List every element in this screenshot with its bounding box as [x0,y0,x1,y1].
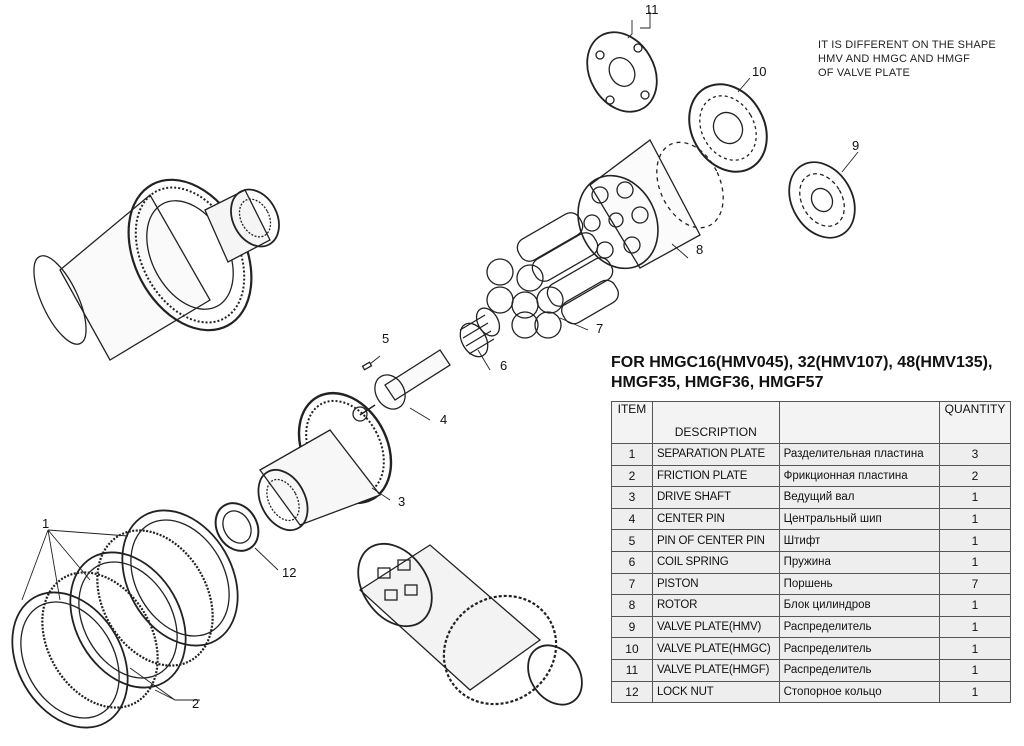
description-en: PIN OF CENTER PIN [651,529,780,552]
quantity: 1 [938,529,1012,552]
description-ru: Пружина [778,550,940,574]
callout-labels: 11 10 9 8 7 6 5 4 3 12 1 2 [42,2,859,711]
model-heading-line2: HMGF35, HMGF36, HMGF57 [611,374,824,391]
item-number: 11 [611,658,653,682]
clutch-plates [11,509,239,729]
callout-4: 4 [440,412,447,427]
callout-10: 10 [752,64,766,79]
description-ru: Ведущий вал [778,486,940,509]
item-number: 7 [611,572,653,596]
description-ru: Распределитель [778,615,940,639]
header-description: DESCRIPTION [651,401,780,444]
item-number: 1 [611,443,653,466]
description-en: SEPARATION PLATE [651,443,780,466]
item-number: 6 [611,550,653,574]
quantity: 1 [938,637,1012,660]
description-ru: Фрикционная пластина [778,464,940,488]
motor-assembly-bottom [357,542,583,706]
description-en: LOCK NUT [651,680,780,704]
description-en: VALVE PLATE(HMV) [651,615,780,639]
callout-9: 9 [852,138,859,153]
quantity: 1 [938,594,1012,617]
callout-6: 6 [500,358,507,373]
note-line: OF VALVE PLATE [818,67,911,79]
note-line: IT IS DIFFERENT ON THE SHAPE [818,39,996,51]
motor-assembly-top [33,178,280,361]
table-header-row: ITEM DESCRIPTION QUANTITY [611,401,1012,444]
header-russian [778,401,940,444]
description-ru: Разделительная пластина [778,443,940,466]
description-en: VALVE PLATE(HMGF) [651,658,780,682]
callout-2: 2 [192,696,199,711]
item-number: 4 [611,507,653,531]
item-number: 8 [611,594,653,617]
callout-3: 3 [398,494,405,509]
description-ru: Стопорное кольцо [778,680,940,704]
item-number: 10 [611,637,653,660]
description-en: ROTOR [651,594,780,617]
model-heading: FOR HMGC16(HMV045), 32(HMV107), 48(HMV13… [611,353,1021,393]
valve-plate-note: IT IS DIFFERENT ON THE SHAPE HMV AND HMG… [818,38,996,80]
lock-nut [214,502,260,552]
valve-plate-hmgf [586,31,658,113]
valve-plate-hmv [788,161,856,239]
description-ru: Штифт [778,529,940,552]
quantity: 1 [938,615,1012,639]
description-ru: Распределитель [778,637,940,660]
note-line: HMV AND HMGC AND HMGF [818,53,971,65]
item-number: 5 [611,529,653,552]
callout-11: 11 [645,2,659,17]
quantity: 1 [938,507,1012,531]
callout-7: 7 [596,321,603,336]
header-item: ITEM [611,401,653,444]
quantity: 1 [938,550,1012,574]
item-number: 3 [611,486,653,509]
item-number: 2 [611,464,653,488]
description-en: DRIVE SHAFT [651,486,780,509]
quantity: 1 [938,680,1012,704]
description-en: COIL SPRING [651,550,780,574]
item-number: 12 [611,680,653,704]
model-heading-line1: FOR HMGC16(HMV045), 32(HMV107), 48(HMV13… [611,354,993,371]
quantity: 1 [938,658,1012,682]
quantity: 7 [938,572,1012,596]
callout-8: 8 [696,242,703,257]
drive-shaft [257,391,393,531]
description-ru: Центральный шип [778,507,940,531]
description-en: VALVE PLATE(HMGC) [651,637,780,660]
description-ru: Поршень [778,572,940,596]
quantity: 1 [938,486,1012,509]
callout-12: 12 [282,565,296,580]
description-en: CENTER PIN [651,507,780,531]
header-quantity: QUANTITY [938,401,1012,444]
pistons [486,212,619,339]
rotor [577,139,724,270]
quantity: 3 [938,443,1012,466]
description-en: PISTON [651,572,780,596]
description-en: FRICTION PLATE [651,464,780,488]
callout-1: 1 [42,516,49,531]
item-number: 9 [611,615,653,639]
valve-plate-hmgc [688,83,768,173]
coil-spring [459,307,501,358]
description-ru: Распределитель [778,658,940,682]
quantity: 2 [938,464,1012,488]
callout-5: 5 [382,331,389,346]
description-ru: Блок цилиндров [778,594,940,617]
